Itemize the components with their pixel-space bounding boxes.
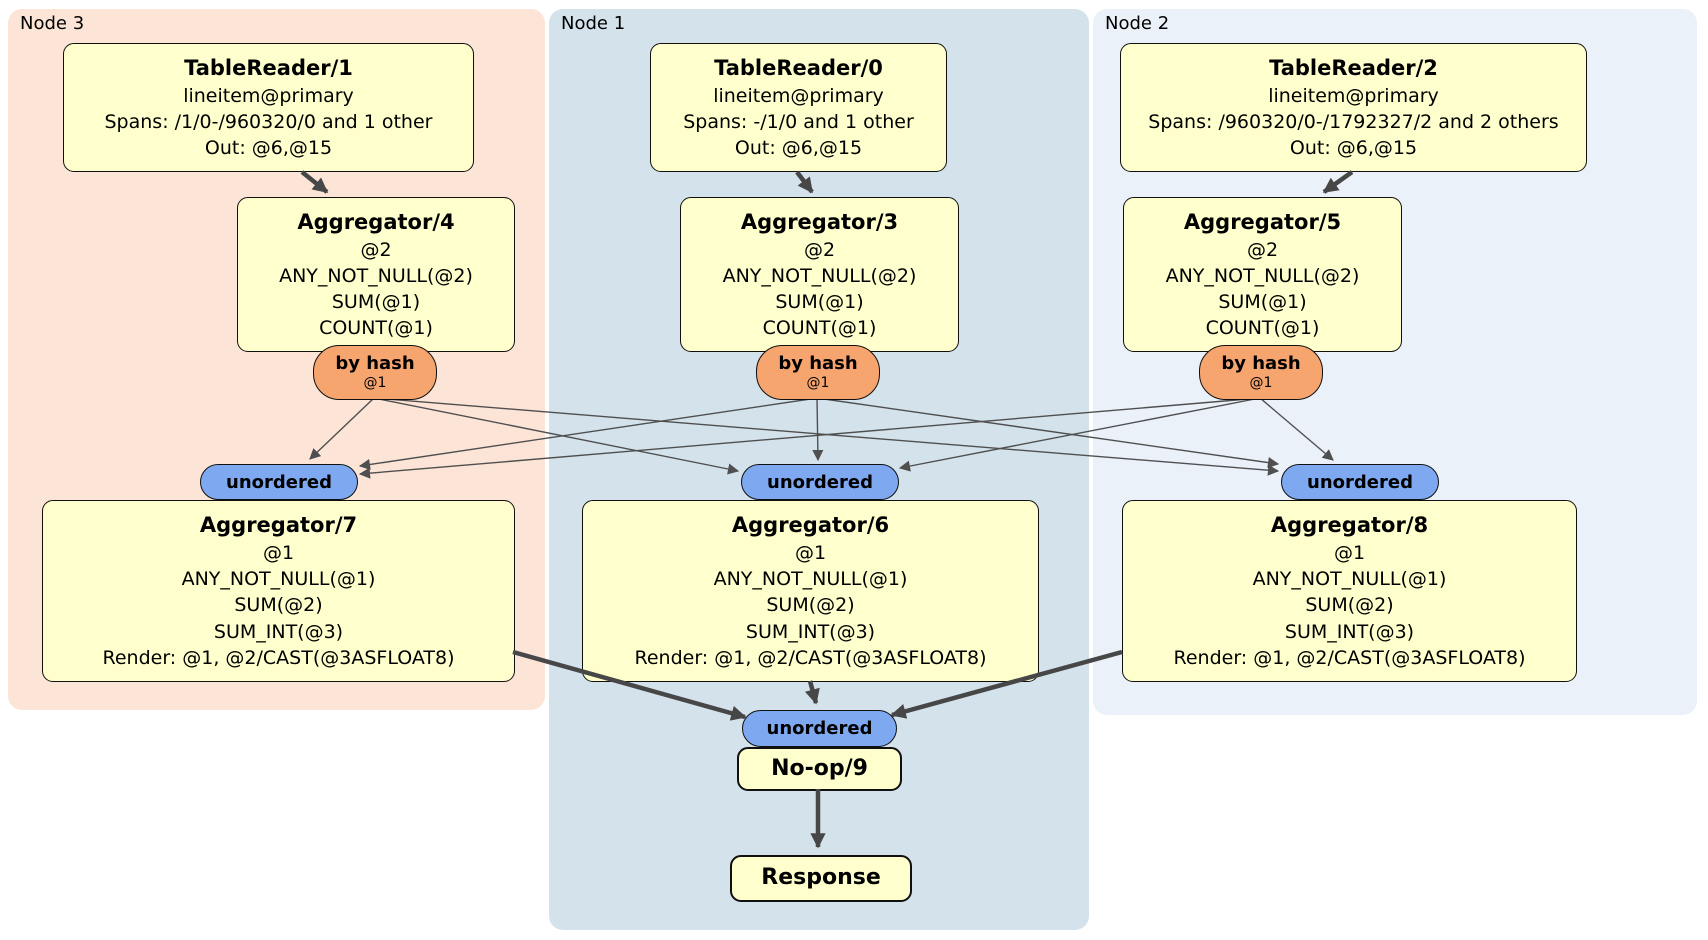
processor-title: Response (761, 865, 881, 891)
router-by-hash-4: by hash @1 (313, 345, 437, 400)
processor-line: ANY_NOT_NULL(@1) (713, 568, 908, 591)
processor-line: ANY_NOT_NULL(@1) (1252, 568, 1447, 591)
sync-unordered-right: unordered (1281, 464, 1439, 500)
sync-unordered-left: unordered (200, 464, 358, 500)
processor-noop-9: No-op/9 (737, 747, 902, 791)
processor-aggregator-7: Aggregator/7 @1 ANY_NOT_NULL(@1) SUM(@2)… (42, 500, 515, 682)
processor-aggregator-4: Aggregator/4 @2 ANY_NOT_NULL(@2) SUM(@1)… (237, 197, 515, 352)
processor-title: Aggregator/8 (1270, 512, 1429, 537)
processor-line: Render: @1, @2/CAST(@3ASFLOAT8) (102, 646, 455, 669)
processor-line: @2 (803, 238, 836, 261)
processor-line: SUM(@2) (1305, 594, 1394, 617)
processor-aggregator-5: Aggregator/5 @2 ANY_NOT_NULL(@2) SUM(@1)… (1123, 197, 1402, 352)
processor-aggregator-8: Aggregator/8 @1 ANY_NOT_NULL(@1) SUM(@2)… (1122, 500, 1577, 682)
processor-line: Spans: /960320/0-/1792327/2 and 2 others (1148, 110, 1559, 133)
processor-title: Aggregator/4 (297, 209, 455, 234)
processor-title: TableReader/2 (1269, 55, 1438, 80)
processor-tablereader-1: TableReader/1 lineitem@primary Spans: /1… (63, 43, 474, 172)
processor-line: COUNT(@1) (319, 317, 433, 340)
router-by-hash-3: by hash @1 (756, 345, 880, 400)
processor-line: Out: @6,@15 (1289, 137, 1418, 160)
region-label-node-3: Node 3 (20, 13, 85, 34)
region-label-node-2: Node 2 (1105, 13, 1170, 34)
processor-line: Render: @1, @2/CAST(@3ASFLOAT8) (634, 646, 987, 669)
processor-title: Aggregator/3 (740, 209, 899, 234)
router-label: by hash (778, 353, 858, 375)
processor-line: SUM(@1) (1218, 290, 1307, 313)
router-label: by hash (1221, 353, 1301, 375)
sync-unordered-middle: unordered (741, 464, 899, 500)
processor-aggregator-6: Aggregator/6 @1 ANY_NOT_NULL(@1) SUM(@2)… (582, 500, 1039, 682)
processor-response: Response (730, 855, 912, 902)
processor-title: TableReader/0 (714, 55, 883, 80)
processor-line: Out: @6,@15 (204, 137, 333, 160)
processor-tablereader-0: TableReader/0 lineitem@primary Spans: -/… (650, 43, 947, 172)
processor-line: ANY_NOT_NULL(@2) (279, 264, 473, 287)
processor-line: SUM_INT(@3) (1284, 620, 1415, 643)
processor-line: @1 (1333, 541, 1366, 564)
processor-line: @1 (262, 541, 295, 564)
processor-line: SUM(@2) (766, 594, 855, 617)
processor-line: Render: @1, @2/CAST(@3ASFLOAT8) (1173, 646, 1526, 669)
processor-title: No-op/9 (771, 755, 868, 781)
processor-title: Aggregator/7 (199, 512, 358, 537)
processor-line: Spans: /1/0-/960320/0 and 1 other (104, 110, 433, 133)
processor-title: Aggregator/6 (731, 512, 890, 537)
processor-line: COUNT(@1) (762, 317, 877, 340)
router-key: @1 (1249, 374, 1273, 391)
processor-line: Out: @6,@15 (734, 137, 863, 160)
processor-line: ANY_NOT_NULL(@2) (1165, 264, 1360, 287)
processor-line: lineitem@primary (183, 84, 354, 107)
processor-title: Aggregator/5 (1183, 209, 1342, 234)
router-label: by hash (335, 353, 415, 375)
router-key: @1 (806, 374, 830, 391)
processor-line: COUNT(@1) (1205, 317, 1320, 340)
processor-line: ANY_NOT_NULL(@2) (722, 264, 917, 287)
processor-line: Spans: -/1/0 and 1 other (683, 110, 914, 133)
processor-line: @1 (794, 541, 827, 564)
processor-tablereader-2: TableReader/2 lineitem@primary Spans: /9… (1120, 43, 1587, 172)
processor-line: @2 (360, 238, 392, 261)
region-label-node-1: Node 1 (561, 13, 626, 34)
processor-title: TableReader/1 (184, 55, 353, 80)
processor-aggregator-3: Aggregator/3 @2 ANY_NOT_NULL(@2) SUM(@1)… (680, 197, 959, 352)
processor-line: SUM_INT(@3) (213, 620, 344, 643)
processor-line: SUM(@1) (331, 290, 421, 313)
sync-unordered-final: unordered (742, 710, 897, 747)
processor-line: lineitem@primary (713, 84, 884, 107)
processor-line: SUM(@2) (234, 594, 323, 617)
processor-line: SUM(@1) (775, 290, 864, 313)
processor-line: lineitem@primary (1268, 84, 1439, 107)
router-key: @1 (363, 374, 387, 391)
processor-line: SUM_INT(@3) (745, 620, 876, 643)
processor-line: ANY_NOT_NULL(@1) (181, 568, 376, 591)
router-by-hash-5: by hash @1 (1199, 345, 1323, 400)
processor-line: @2 (1246, 238, 1279, 261)
